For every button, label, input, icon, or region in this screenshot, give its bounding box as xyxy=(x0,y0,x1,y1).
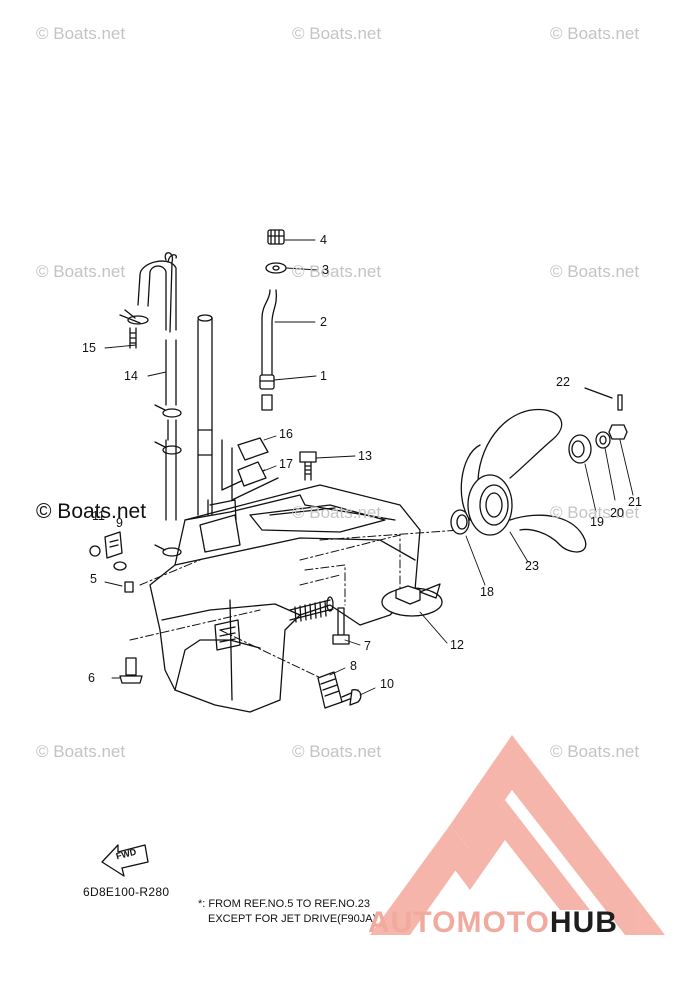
callout-2: 2 xyxy=(320,315,327,329)
footnote-line-2: EXCEPT FOR JET DRIVE(F90JA) xyxy=(208,913,377,925)
propeller xyxy=(460,408,587,553)
watermark: © Boats.net xyxy=(36,24,126,43)
callout-leaders xyxy=(104,239,634,696)
brand-logo-mark xyxy=(370,735,665,935)
footnote-line-1: *: FROM REF.NO.5 TO REF.NO.23 xyxy=(198,898,370,910)
callout-1: 1 xyxy=(320,369,327,383)
callout-11: 11 xyxy=(92,509,105,523)
lower-casing xyxy=(149,484,421,713)
brand-wordmark: AUTOMOTOHUB xyxy=(368,906,618,940)
watermark: © Boats.net xyxy=(36,262,126,281)
fwd-arrow-icon xyxy=(101,844,149,877)
callout-23: 23 xyxy=(525,559,539,573)
callout-7: 7 xyxy=(364,639,371,653)
callout-17: 17 xyxy=(279,457,293,471)
small-parts xyxy=(89,229,628,877)
watermark: © Boats.net xyxy=(292,742,382,761)
callout-15: 15 xyxy=(82,341,96,355)
watermark: © Boats.net xyxy=(36,742,126,761)
water-tube-assembly xyxy=(137,252,279,521)
callout-6: 6 xyxy=(88,671,95,685)
leader-lines xyxy=(129,529,461,681)
callout-4: 4 xyxy=(320,233,327,247)
watermark: © Boats.net xyxy=(550,24,640,43)
watermark: © Boats.net xyxy=(550,503,640,522)
callout-10: 10 xyxy=(380,677,394,691)
callout-20: 20 xyxy=(610,506,624,520)
watermark: © Boats.net xyxy=(292,24,382,43)
callout-12: 12 xyxy=(450,638,464,652)
callout-21: 21 xyxy=(628,495,642,509)
brand-wordmark-part2: HUB xyxy=(549,906,618,939)
callout-16: 16 xyxy=(279,427,293,441)
callout-22: 22 xyxy=(556,375,570,389)
callout-9: 9 xyxy=(116,516,123,530)
callout-13: 13 xyxy=(358,449,372,463)
callout-5: 5 xyxy=(90,572,97,586)
watermark: © Boats.net xyxy=(550,742,640,761)
callout-8: 8 xyxy=(350,659,357,673)
callout-3: 3 xyxy=(322,263,329,277)
callout-18: 18 xyxy=(480,585,494,599)
diagram-code: 6D8E100-R280 xyxy=(83,885,170,899)
callout-19: 19 xyxy=(590,515,604,529)
watermark: © Boats.net xyxy=(550,262,640,281)
callout-14: 14 xyxy=(124,369,138,383)
watermark: © Boats.net xyxy=(292,503,382,522)
brand-wordmark-part1: AUTOMOTO xyxy=(368,906,550,939)
watermark-bold: © Boats.net xyxy=(36,500,147,523)
watermark: © Boats.net xyxy=(292,262,382,281)
